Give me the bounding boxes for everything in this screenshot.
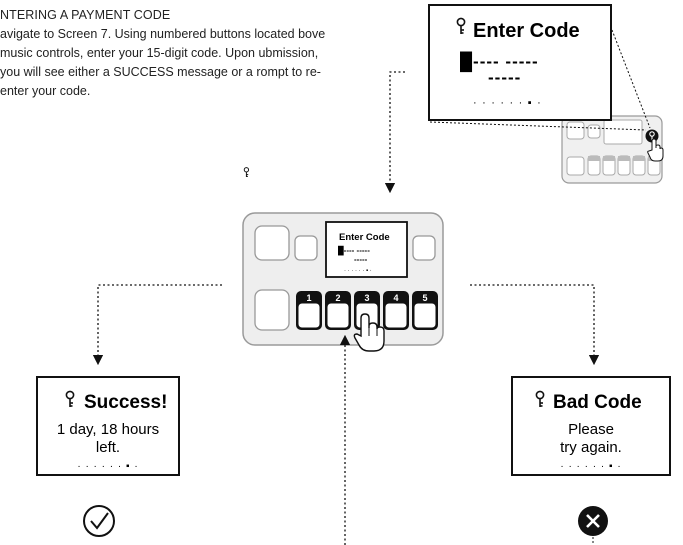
device-code-row2: ----- <box>354 255 368 264</box>
hand-pointer-icon-small <box>647 138 664 162</box>
enter-code-screen-large: Enter Code █---- ----- ----- · · · · · ·… <box>428 4 612 121</box>
code-row1-large: █---- ----- <box>460 51 539 73</box>
small-device-sketch <box>561 115 664 184</box>
success-title: Success! <box>84 392 167 413</box>
zoom-connector-top <box>611 29 651 129</box>
device-button-label: 1 <box>306 293 311 303</box>
bad-code-line1: Please <box>568 421 614 438</box>
device-button-label: 3 <box>364 293 369 303</box>
success-page-dots: · · · · · · ▪ · <box>77 461 138 472</box>
device-button-label: 4 <box>393 293 398 303</box>
device-key-icon <box>243 167 250 178</box>
device-code-row1: █---- ----- <box>338 245 370 256</box>
arrow-to-device <box>384 71 405 194</box>
instructions-text: NTERING A PAYMENT CODE avigate to Screen… <box>0 6 330 101</box>
device-button-4[interactable]: 4 <box>383 291 409 330</box>
arrow-to-success <box>92 284 222 366</box>
bad-code-title: Bad Code <box>553 392 642 413</box>
device-button-label: 2 <box>335 293 340 303</box>
page-dots-large: · · · · · · ▪ · <box>473 97 542 109</box>
bad-code-page-dots: · · · · · · ▪ · <box>560 461 621 472</box>
hand-pointer-icon <box>353 313 385 352</box>
bad-code-screen: Bad Code Please try again. · · · · · · ▪… <box>511 376 671 476</box>
device-screen: Enter Code █---- ----- ----- · · · · · ·… <box>243 167 408 278</box>
device-button-label: 5 <box>422 293 427 303</box>
device-button-1[interactable]: 1 <box>296 291 322 330</box>
device-button-5[interactable]: 5 <box>412 291 438 330</box>
enter-code-title-large: Enter Code <box>473 20 580 42</box>
device-button-2[interactable]: 2 <box>325 291 351 330</box>
device-page-dots: · · · · · · ▪ · <box>344 268 372 274</box>
zoom-connector-bottom <box>429 121 647 131</box>
code-row2-large: ----- <box>488 68 521 87</box>
bad-code-line2: try again. <box>560 439 622 456</box>
instructions-heading: NTERING A PAYMENT CODE <box>0 8 171 22</box>
success-line2: left. <box>96 439 120 456</box>
x-circle-icon <box>578 506 608 536</box>
success-screen: Success! 1 day, 18 hours left. · · · · ·… <box>36 376 180 476</box>
arrow-to-bad-code <box>470 284 600 366</box>
checkmark-circle-icon <box>83 505 115 537</box>
numbered-buttons: 1 2 3 4 5 <box>296 291 438 330</box>
success-line1: 1 day, 18 hours <box>57 421 159 438</box>
instructions-body: avigate to Screen 7. Using numbered butt… <box>0 27 326 98</box>
device-screen-title: Enter Code <box>339 232 390 243</box>
